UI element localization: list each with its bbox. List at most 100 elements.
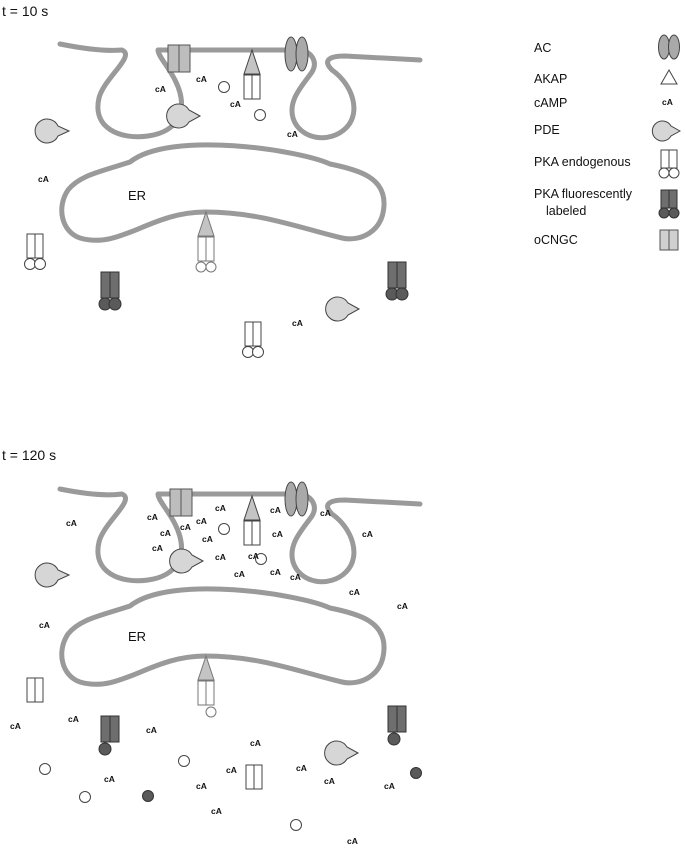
panel-t120: t = 120 s ER [2, 447, 423, 846]
catalytic-subunit [218, 523, 230, 535]
catalytic-subunit [254, 109, 266, 121]
camp-label: cA [287, 129, 298, 139]
ac-icon [284, 481, 309, 517]
er-label: ER [128, 629, 146, 644]
camp-label: cA [347, 836, 358, 846]
pka-fluorescent-icon [98, 715, 120, 756]
camp-label: cA [248, 551, 259, 561]
pde-icon [324, 740, 360, 766]
camp-label: cA [215, 503, 226, 513]
ocngc-icon [169, 488, 193, 517]
pka-endogenous-icon [195, 236, 217, 273]
camp-label: cA [270, 505, 281, 515]
camp-label: cA [10, 721, 21, 731]
pka-endogenous-icon [26, 677, 44, 703]
pde-icon [651, 120, 682, 142]
camp-label: cA [272, 529, 283, 539]
akap-icon [197, 654, 215, 681]
pka-endogenous-icon [242, 321, 264, 358]
panel-title: t = 120 s [2, 447, 56, 463]
ac-icon [658, 34, 680, 60]
camp-label: cA [324, 776, 335, 786]
pka-endogenous-icon [243, 520, 261, 546]
camp-label: cA [155, 84, 166, 94]
catalytic-subunit [290, 819, 302, 831]
camp-label: cA [66, 518, 77, 528]
camp-label: cA [104, 774, 115, 784]
legend-label-akap: AKAP [534, 72, 567, 86]
legend-label-ac: AC [534, 41, 551, 55]
catalytic-subunit [255, 553, 267, 565]
camp-label: cA [349, 587, 360, 597]
pka-fluorescent-icon [385, 261, 409, 301]
camp-label: cA [292, 318, 303, 328]
pka-endogenous-icon [243, 74, 261, 100]
legend-label-pka-fluorescent: PKA fluorescently [534, 187, 633, 201]
ocngc-icon [659, 229, 679, 251]
pde-icon [325, 296, 361, 322]
camp-icon: cA [662, 97, 673, 107]
camp-label: cA [196, 74, 207, 84]
camp-label: cA [290, 572, 301, 582]
camp-label: cA [160, 528, 171, 538]
pde-icon [34, 118, 71, 144]
camp-label: cA [230, 99, 241, 109]
akap-icon [243, 48, 261, 75]
camp-label: cA [196, 516, 207, 526]
camp-label: cA [234, 569, 245, 579]
camp-label: cA [270, 567, 281, 577]
fluorescent-catalytic-subunit [410, 767, 422, 779]
akap-icon [243, 494, 261, 521]
camp-label: cA [226, 765, 237, 775]
catalytic-subunit [39, 763, 51, 775]
legend-label-pde: PDE [534, 123, 560, 137]
ac-icon [284, 36, 309, 72]
pde-icon [34, 562, 71, 588]
camp-label: cA [146, 725, 157, 735]
catalytic-subunit [218, 81, 230, 93]
camp-label: cA [211, 806, 222, 816]
pka-fluorescent-icon [98, 271, 122, 311]
legend: AC AKAP cAMP cA PDE PKA endogenous PKA f… [534, 34, 682, 251]
er-label: ER [128, 188, 146, 203]
pka-endogenous-icon [197, 680, 217, 718]
legend-label-ocngc: oCNGC [534, 233, 578, 247]
plasma-membrane [57, 41, 423, 141]
camp-label: cA [250, 738, 261, 748]
pka-endogenous-icon [24, 233, 46, 270]
camp-label: cA [202, 534, 213, 544]
camp-label: cA [320, 508, 331, 518]
akap-icon [197, 210, 215, 237]
ocngc-icon [167, 44, 191, 73]
pka-fluorescent-icon [658, 189, 680, 219]
er-body [59, 586, 387, 687]
camp-label: cA [296, 763, 307, 773]
camp-label: cA [196, 781, 207, 791]
plasma-membrane [57, 486, 423, 585]
pde-icon [169, 548, 205, 574]
camp-label: cA [215, 552, 226, 562]
camp-label: cA [152, 543, 163, 553]
camp-label: cA [397, 601, 408, 611]
camp-label: cA [362, 529, 373, 539]
fluorescent-catalytic-subunit [142, 790, 154, 802]
legend-label-camp: cAMP [534, 96, 567, 110]
legend-label-pka-endogenous: PKA endogenous [534, 155, 631, 169]
legend-label-pka-fluorescent-line2: labeled [546, 204, 586, 218]
catalytic-subunit [178, 755, 190, 767]
camp-label: cA [38, 174, 49, 184]
panel-t10: t = 10 s ER [2, 3, 423, 358]
camp-label: cA [39, 620, 50, 630]
pde-icon [166, 103, 202, 129]
catalytic-subunit [79, 791, 91, 803]
akap-icon [660, 68, 678, 85]
camp-label: cA [68, 714, 79, 724]
camp-label: cA [147, 512, 158, 522]
camp-label: cA [180, 522, 191, 532]
er-body [59, 142, 387, 243]
panel-title: t = 10 s [2, 3, 48, 19]
pka-endogenous-icon [245, 764, 263, 790]
pka-endogenous-icon [658, 149, 680, 179]
camp-label: cA [384, 781, 395, 791]
